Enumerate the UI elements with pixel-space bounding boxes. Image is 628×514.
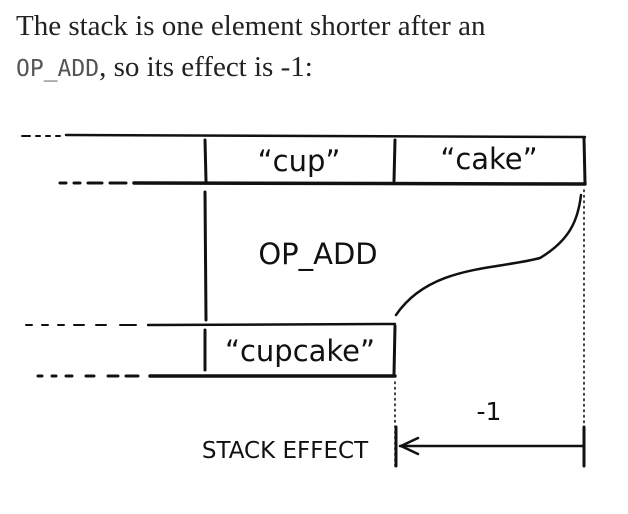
caption-code-op-add: OP_ADD xyxy=(16,56,100,82)
top-stack-cell-cup: “cup” xyxy=(258,144,341,178)
caption-paragraph: The stack is one element shorter after a… xyxy=(16,6,616,90)
top-stack-dashes xyxy=(21,133,587,186)
operation-label: OP_ADD xyxy=(258,237,377,271)
caption-text-before: The stack is one element shorter after a… xyxy=(16,10,486,42)
bottom-stack-dividers xyxy=(203,324,397,376)
top-stack-cell-cake: “cake” xyxy=(440,142,537,176)
bottom-stack-dashes xyxy=(25,322,397,378)
effect-label: STACK EFFECT xyxy=(202,438,369,464)
bottom-stack-cell-cupcake: “cupcake” xyxy=(225,334,375,368)
caption-text-after: , so its effect is -1: xyxy=(99,51,313,83)
op-add-body xyxy=(203,190,583,322)
effect-arrow xyxy=(394,425,586,468)
dotted-guides xyxy=(394,189,585,471)
top-stack-dividers xyxy=(203,136,587,185)
effect-value: -1 xyxy=(477,397,502,426)
